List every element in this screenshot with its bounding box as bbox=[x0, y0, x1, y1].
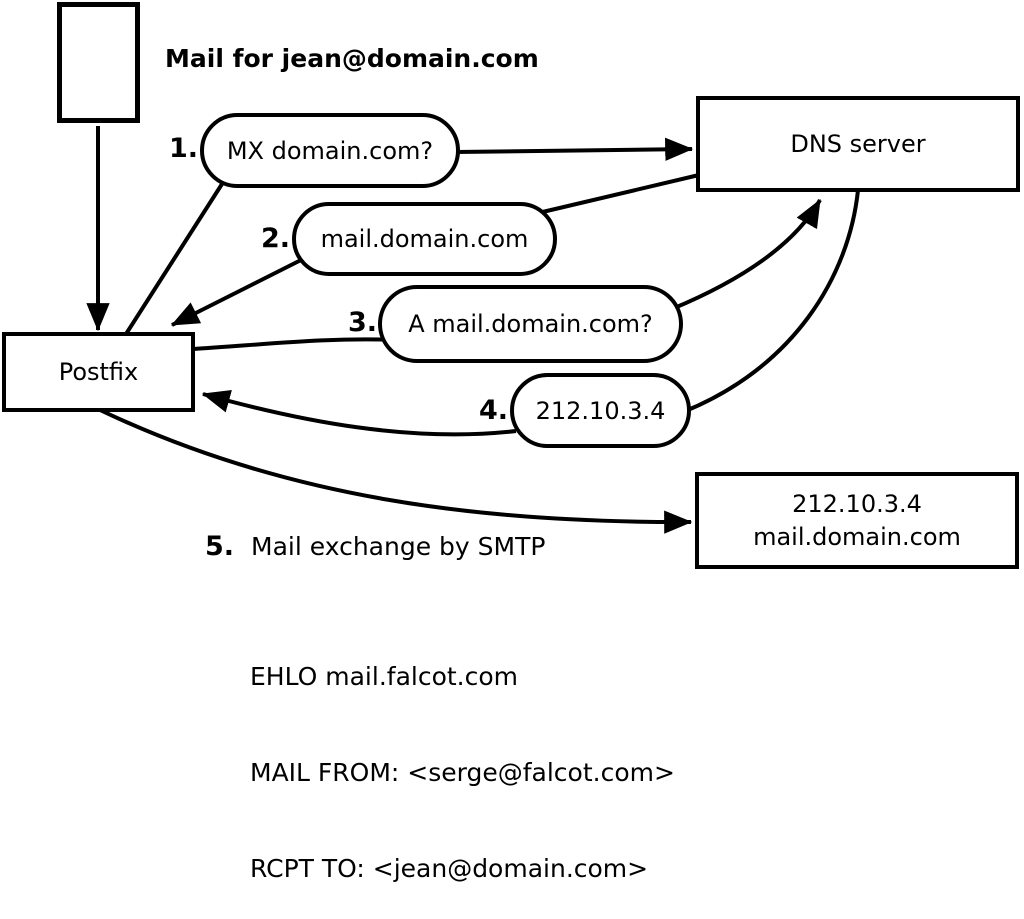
arrow-reply2-to-postfix-icon bbox=[170, 257, 304, 327]
smtp-line: EHLO mail.falcot.com bbox=[250, 662, 519, 691]
mail-server-ip: 212.10.3.4 bbox=[792, 489, 922, 518]
mail-server-node: 212.10.3.4 mail.domain.com bbox=[695, 472, 1019, 569]
mail-server-hostname: mail.domain.com bbox=[753, 522, 961, 551]
step-5-number: 5. bbox=[205, 531, 235, 562]
diagram-title: Mail for jean@domain.com bbox=[165, 44, 539, 73]
line-dns-to-reply4-icon bbox=[682, 189, 860, 414]
step-2-number: 2. bbox=[260, 223, 290, 254]
arrow-reply4-to-postfix-icon bbox=[201, 389, 517, 437]
dns-server-label: DNS server bbox=[790, 130, 926, 158]
step-5-label: Mail exchange by SMTP bbox=[251, 532, 546, 561]
mail-envelope-icon bbox=[57, 2, 140, 123]
line-postfix-to-query3-icon bbox=[191, 337, 397, 351]
line-dns-to-reply2-icon bbox=[533, 173, 700, 216]
dns-server-node: DNS server bbox=[696, 96, 1020, 192]
step-2-reply-pill: mail.domain.com bbox=[292, 202, 557, 276]
step-2-label: mail.domain.com bbox=[320, 225, 529, 253]
postfix-node: Postfix bbox=[2, 332, 195, 412]
arrow-query1-to-dns-icon bbox=[454, 137, 694, 162]
step-1-label: MX domain.com? bbox=[226, 136, 434, 165]
arrow-postfix-to-mailserver-icon bbox=[99, 408, 693, 534]
step-3-query-pill: A mail.domain.com? bbox=[378, 285, 683, 363]
arrow-query3-to-dns-icon bbox=[671, 198, 822, 311]
step-3-label: A mail.domain.com? bbox=[408, 310, 653, 338]
step-1-query-pill: MX domain.com? bbox=[200, 113, 460, 188]
step-5-caption: 5. Mail exchange by SMTP bbox=[205, 531, 545, 562]
step-4-number: 4. bbox=[478, 395, 508, 426]
step-4-label: 212.10.3.4 bbox=[535, 396, 666, 425]
smtp-session-transcript: EHLO mail.falcot.com MAIL FROM: <serge@f… bbox=[250, 597, 675, 919]
smtp-line: MAIL FROM: <serge@falcot.com> bbox=[250, 758, 675, 787]
postfix-label: Postfix bbox=[58, 358, 139, 386]
step-3-number: 3. bbox=[347, 307, 377, 338]
smtp-line: RCPT TO: <jean@domain.com> bbox=[250, 854, 649, 883]
step-4-reply-pill: 212.10.3.4 bbox=[510, 373, 691, 448]
step-1-number: 1. bbox=[168, 133, 198, 164]
line-postfix-to-query1-icon bbox=[124, 182, 224, 336]
